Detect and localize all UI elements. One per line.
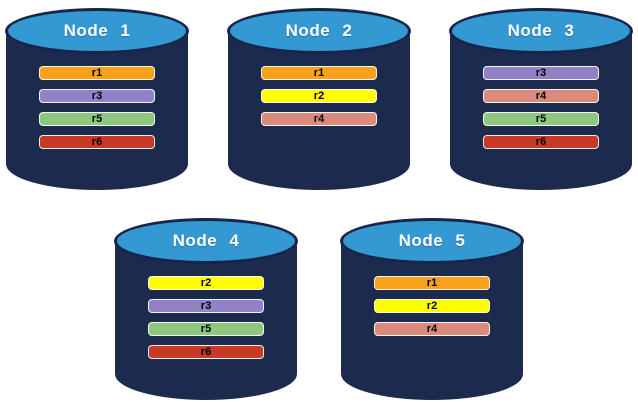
replica-bar-r3: r3 [483, 66, 599, 80]
replica-label: r6 [535, 135, 547, 148]
replica-bar-r6: r6 [39, 135, 155, 149]
replica-bar-r3: r3 [39, 89, 155, 103]
replica-label: r1 [313, 66, 325, 79]
cylinder-body [6, 32, 188, 190]
replica-bar-r2: r2 [261, 89, 377, 103]
replica-bar-r3: r3 [148, 299, 264, 313]
replica-bar-r4: r4 [261, 112, 377, 126]
replica-bar-r1: r1 [374, 276, 490, 290]
replica-bar-r5: r5 [39, 112, 155, 126]
replica-bar-r4: r4 [483, 89, 599, 103]
replica-label: r1 [426, 276, 438, 289]
replica-bar-r1: r1 [39, 66, 155, 80]
node-cylinder-node-4: Node 4 r2 r3 r5 r6 [114, 218, 298, 400]
replica-bar-r1: r1 [261, 66, 377, 80]
replica-label: r6 [200, 345, 212, 358]
replica-label: r1 [91, 66, 103, 79]
cylinder-top-ellipse: Node 4 [114, 218, 298, 264]
replica-bar-r5: r5 [148, 322, 264, 336]
node-title: Node 5 [398, 231, 466, 250]
cylinder-top-ellipse: Node 5 [340, 218, 524, 264]
replica-list: r1 r2 r4 [227, 66, 411, 126]
replica-bar-r6: r6 [148, 345, 264, 359]
replica-list: r3 r4 r5 r6 [449, 66, 633, 149]
replica-label: r4 [426, 322, 438, 335]
replica-label: r3 [200, 299, 212, 312]
cylinder-body [228, 32, 410, 190]
replica-label: r5 [535, 112, 547, 125]
replica-label: r5 [200, 322, 212, 335]
replica-label: r4 [313, 112, 325, 125]
cylinder-body [115, 242, 297, 400]
replica-label: r2 [313, 89, 325, 102]
replica-label: r6 [91, 135, 103, 148]
replica-label: r2 [200, 276, 212, 289]
replica-bar-r2: r2 [148, 276, 264, 290]
replica-bar-r5: r5 [483, 112, 599, 126]
replica-list: r1 r2 r4 [340, 276, 524, 336]
replica-bar-r4: r4 [374, 322, 490, 336]
cylinder-top-ellipse: Node 3 [449, 8, 633, 54]
node-title: Node 1 [63, 21, 131, 40]
cylinder-body [341, 242, 523, 400]
cylinder-top-ellipse: Node 2 [227, 8, 411, 54]
replica-list: r1 r3 r5 r6 [5, 66, 189, 149]
cylinder-body [450, 32, 632, 190]
node-cylinder-node-2: Node 2 r1 r2 r4 [227, 8, 411, 190]
node-cylinder-node-3: Node 3 r3 r4 r5 r6 [449, 8, 633, 190]
node-title: Node 2 [285, 21, 353, 40]
replica-list: r2 r3 r5 r6 [114, 276, 298, 359]
replica-label: r3 [91, 89, 103, 102]
node-cylinder-node-1: Node 1 r1 r3 r5 r6 [5, 8, 189, 190]
replica-label: r2 [426, 299, 438, 312]
replica-label: r3 [535, 66, 547, 79]
replica-bar-r6: r6 [483, 135, 599, 149]
replica-label: r5 [91, 112, 103, 125]
node-cylinder-node-5: Node 5 r1 r2 r4 [340, 218, 524, 400]
node-row-bottom: Node 4 r2 r3 r5 r6 Node 5 r1 r2 r4 [0, 218, 638, 400]
cylinder-top-ellipse: Node 1 [5, 8, 189, 54]
replica-label: r4 [535, 89, 547, 102]
node-title: Node 4 [172, 231, 240, 250]
node-title: Node 3 [507, 21, 575, 40]
replica-bar-r2: r2 [374, 299, 490, 313]
